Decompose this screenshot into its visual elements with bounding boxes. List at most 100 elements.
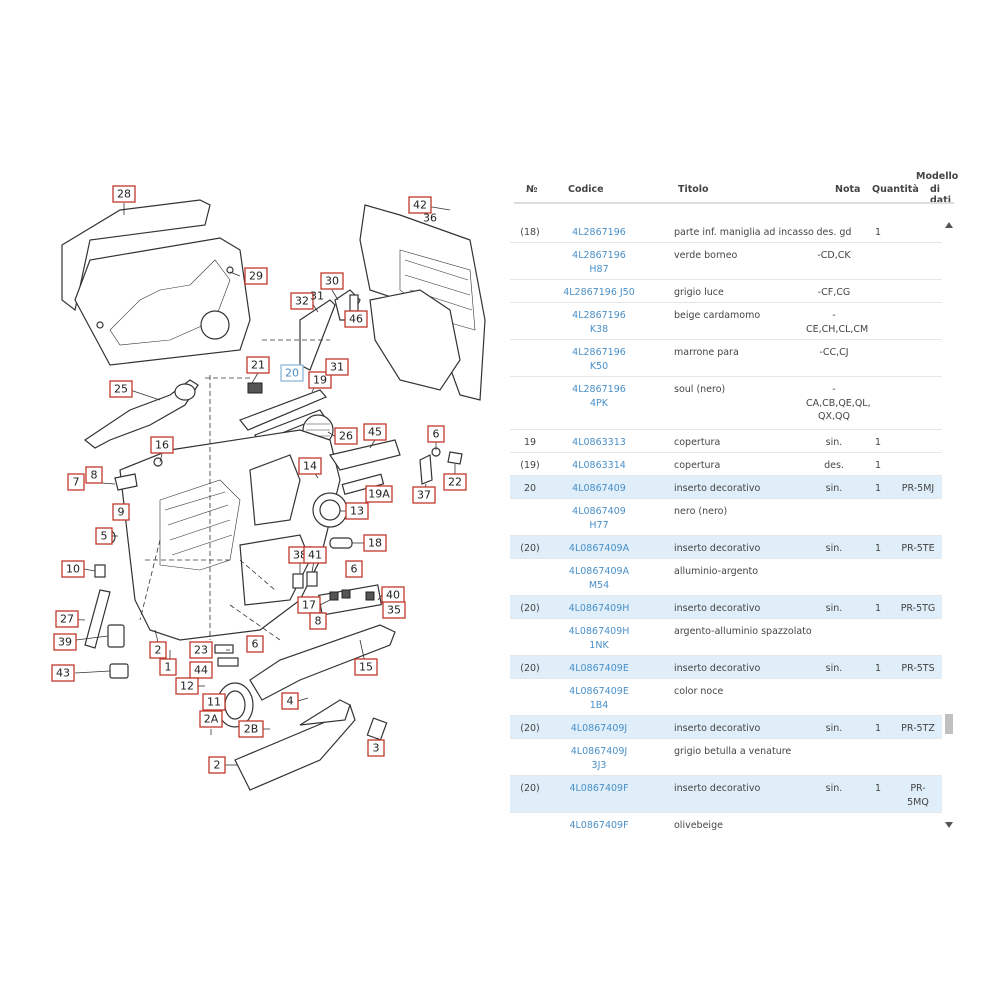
part-code-link[interactable]: 4L0867409F [569,783,629,794]
callout-22[interactable]: 22 [443,473,467,491]
callout-12[interactable]: 12 [175,677,199,695]
callout-2b-label[interactable]: 2 [208,756,226,774]
part-code-link[interactable]: 4L0867409F [569,820,629,830]
part-code-suffix-link[interactable]: M54 [588,580,610,591]
callout-1[interactable]: 1 [159,658,177,676]
part-code-link[interactable]: 4L0867409E [569,686,629,697]
callout-43[interactable]: 43 [51,664,75,682]
callout-5[interactable]: 5 [95,527,113,545]
callout-25[interactable]: 25 [109,380,133,398]
callout-20[interactable]: 20 [280,364,304,382]
callout-3[interactable]: 3 [367,739,385,757]
part-code-link[interactable]: 4L0867409H [568,603,630,614]
callout-2b[interactable]: 2B [238,720,264,738]
callout-8b[interactable]: 8 [309,612,327,630]
part-code-link[interactable]: 4L0867409J [570,746,628,757]
callout-29[interactable]: 29 [244,267,268,285]
callout-40[interactable]: 40 [381,586,405,604]
callout-11[interactable]: 11 [202,693,226,711]
part-code-suffix-link[interactable]: 1B4 [589,700,609,711]
callout-45[interactable]: 45 [363,423,387,441]
part-code-suffix-link[interactable]: K50 [589,361,609,372]
part-code-suffix-link[interactable]: K38 [589,324,609,335]
table-row[interactable]: 4L0867409FN36olivebeige [510,813,942,830]
callout-46[interactable]: 46 [344,310,368,328]
callout-27[interactable]: 27 [55,610,79,628]
callout-17[interactable]: 17 [297,596,321,614]
callout-39[interactable]: 39 [53,633,77,651]
callout-19[interactable]: 19 [308,371,332,389]
callout-4[interactable]: 4 [281,692,299,710]
callout-23[interactable]: 23 [189,641,213,659]
part-code-suffix-link[interactable]: 3J3 [591,760,607,771]
part-code-link[interactable]: 4L2867196 [572,347,626,358]
part-code-suffix-link[interactable]: H87 [589,264,609,275]
part-code-suffix-link[interactable]: 4PK [589,398,608,409]
callout-10[interactable]: 10 [61,560,85,578]
callout-37[interactable]: 37 [412,486,436,504]
callout-18[interactable]: 18 [363,534,387,552]
callout-2a[interactable]: 2 [149,641,167,659]
part-code-link[interactable]: 4L2867196 [572,227,626,238]
callout-35[interactable]: 35 [382,601,406,619]
callout-6b[interactable]: 6 [345,560,363,578]
scrollbar[interactable] [944,220,954,830]
part-code-link[interactable]: 4L0867409H [568,626,630,637]
part-code-link[interactable]: 4L0867409 [572,483,626,494]
callout-19a[interactable]: 19A [365,485,393,503]
part-code-link[interactable]: 4L0867409 [572,506,626,517]
callout-44[interactable]: 44 [189,661,213,679]
callout-7[interactable]: 7 [67,473,85,491]
callout-15[interactable]: 15 [354,658,378,676]
part-code-link[interactable]: 4L0867409J [570,723,628,734]
callout-28[interactable]: 28 [112,185,136,203]
part-code-link[interactable]: 4L0867409A [568,566,630,577]
callout-42[interactable]: 42 [408,196,432,214]
callout-30[interactable]: 30 [320,272,344,290]
callout-9[interactable]: 9 [112,503,130,521]
callout-13[interactable]: 13 [345,502,369,520]
scroll-up-arrow-icon[interactable] [945,222,953,228]
scroll-down-arrow-icon[interactable] [945,822,953,828]
callout-6a[interactable]: 6 [427,425,445,443]
callout-31b[interactable]: 31 [325,358,349,376]
part-code-link[interactable]: 4L0863313 [572,437,626,448]
callout-41[interactable]: 41 [303,546,327,564]
callout-26[interactable]: 26 [334,427,358,445]
part-code-suffix-link[interactable]: H77 [589,520,609,531]
part-code-link[interactable]: 4L2867196 [572,310,626,321]
callout-8a[interactable]: 8 [85,466,103,484]
part-code-suffix-link[interactable]: 1NK [589,640,609,651]
callout-2a-label[interactable]: 2A [199,710,223,728]
part-code-link[interactable]: 4L2867196 [572,384,626,395]
part-code-link[interactable]: 4L0867409E [569,663,629,674]
scrollbar-thumb[interactable] [945,714,953,734]
part-code-link[interactable]: 4L0863314 [572,460,626,471]
callout-6c[interactable]: 6 [246,635,264,653]
part-code-link[interactable]: 4L0867409A [568,543,630,554]
callout-14[interactable]: 14 [298,457,322,475]
part-code-link[interactable]: 4L2867196 [572,250,626,261]
callout-16[interactable]: 16 [150,436,174,454]
callout-21[interactable]: 21 [246,356,270,374]
